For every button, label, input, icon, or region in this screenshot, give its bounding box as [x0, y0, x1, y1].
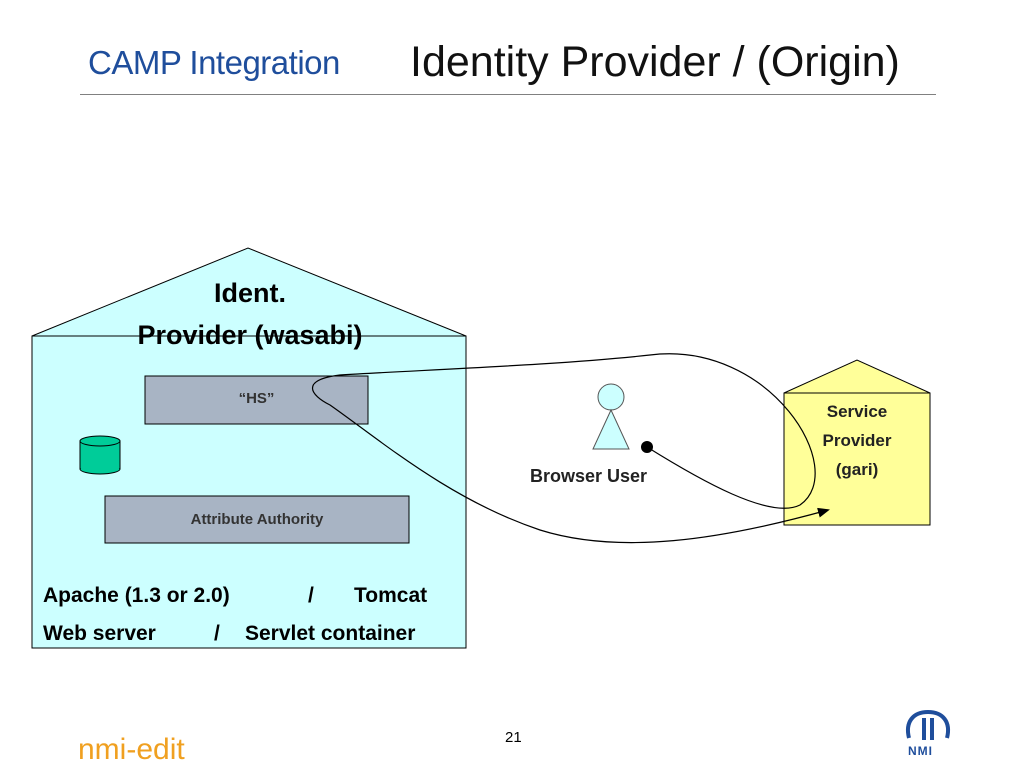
section-label: CAMP Integration — [88, 44, 340, 81]
hs-box — [144, 375, 369, 425]
server-line1-left: Apache (1.3 or 2.0) — [43, 584, 230, 607]
sp-label-line3: (gari) — [835, 460, 879, 479]
service-provider-house — [783, 359, 931, 526]
server-line1-right: Tomcat — [354, 584, 428, 607]
nmi-logo-text: NMI — [908, 744, 933, 758]
idp-title-line1: Ident. — [214, 278, 286, 308]
identity-provider-house — [31, 247, 467, 649]
sp-label-line1: Service — [826, 402, 888, 421]
nmi-logo-icon — [906, 709, 950, 740]
footer-brand: nmi-edit — [78, 733, 185, 766]
server-line2-right: Servlet container — [245, 622, 416, 645]
hs-label: “HS” — [238, 390, 275, 407]
attribute-authority-label: Attribute Authority — [190, 511, 324, 528]
server-line1-separator: / — [308, 584, 314, 607]
flow-start-dot — [641, 441, 653, 453]
database-icon — [79, 435, 121, 475]
page-number: 21 — [505, 729, 522, 746]
flow-arrow — [312, 353, 830, 544]
attribute-authority-box — [104, 495, 410, 544]
server-line2-separator: / — [214, 622, 220, 645]
server-line2-left: Web server — [43, 622, 156, 645]
browser-user-label: Browser User — [530, 466, 648, 486]
slide-title: Identity Provider / (Origin) — [410, 38, 900, 86]
browser-user-icon — [592, 383, 630, 450]
title-divider — [80, 94, 936, 95]
idp-title-line2: Provider (wasabi) — [137, 320, 363, 350]
sp-label-line2: Provider — [822, 431, 892, 450]
